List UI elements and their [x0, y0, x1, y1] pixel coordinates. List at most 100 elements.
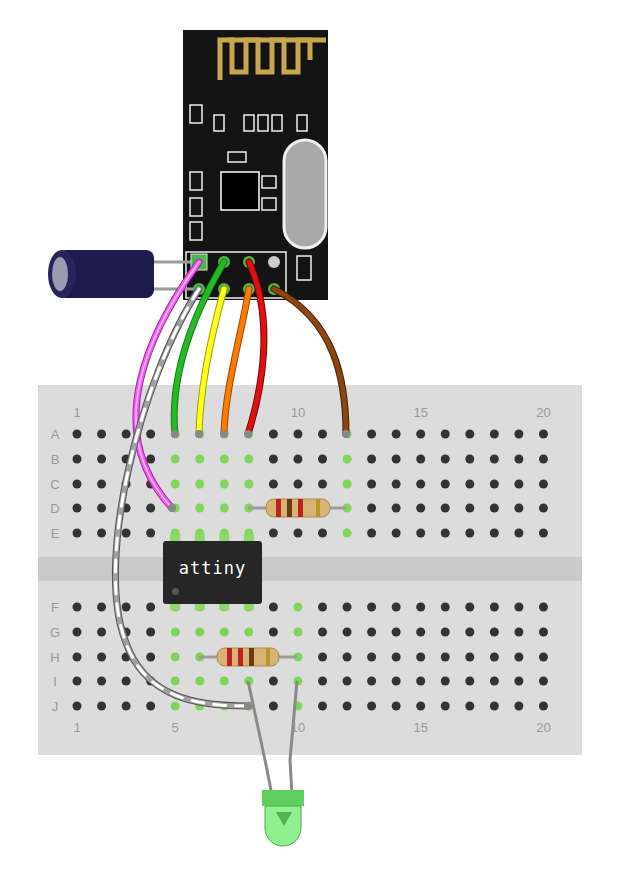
breadboard-hole	[514, 504, 523, 513]
pcb-antenna	[220, 40, 310, 80]
column-number: 15	[413, 405, 427, 420]
radio-module	[183, 30, 328, 300]
breadboard-hole	[539, 430, 548, 439]
breadboard-hole	[97, 455, 106, 464]
breadboard-hole	[171, 702, 180, 711]
breadboard-hole	[367, 480, 376, 489]
radio-chip	[221, 172, 259, 210]
row-letter: B	[51, 452, 60, 467]
breadboard-hole	[465, 628, 474, 637]
breadboard-hole	[416, 702, 425, 711]
breadboard-hole	[97, 653, 106, 662]
breadboard-hole	[146, 430, 155, 439]
breadboard-hole	[318, 455, 327, 464]
breadboard-hole	[269, 702, 278, 711]
breadboard-hole	[171, 628, 180, 637]
breadboard-hole	[490, 628, 499, 637]
breadboard-hole	[367, 603, 376, 612]
column-number: 1	[73, 405, 80, 420]
breadboard-hole	[514, 529, 523, 538]
breadboard-hole	[318, 653, 327, 662]
breadboard-hole	[318, 430, 327, 439]
column-number: 15	[413, 720, 427, 735]
breadboard-hole	[539, 628, 548, 637]
breadboard-hole	[220, 480, 229, 489]
breadboard-hole	[343, 653, 352, 662]
breadboard-hole	[539, 480, 548, 489]
breadboard-hole	[269, 480, 278, 489]
breadboard-hole	[441, 653, 450, 662]
breadboard-hole	[343, 480, 352, 489]
breadboard-hole	[122, 430, 131, 439]
breadboard-hole	[122, 702, 131, 711]
breadboard-hole	[343, 702, 352, 711]
breadboard-hole	[416, 504, 425, 513]
breadboard-hole	[220, 455, 229, 464]
breadboard-hole	[220, 628, 229, 637]
breadboard-hole	[416, 603, 425, 612]
resistor-symbol	[199, 648, 297, 666]
breadboard-hole	[318, 529, 327, 538]
column-number: 10	[291, 720, 305, 735]
breadboard-hole	[343, 628, 352, 637]
breadboard-hole	[73, 455, 82, 464]
breadboard	[38, 385, 582, 755]
breadboard-hole	[269, 529, 278, 538]
breadboard-channel	[38, 557, 582, 581]
row-letter: A	[51, 427, 60, 442]
breadboard-hole	[97, 603, 106, 612]
breadboard-hole	[146, 603, 155, 612]
row-letter: I	[53, 674, 57, 689]
breadboard-hole	[73, 603, 82, 612]
breadboard-hole	[514, 677, 523, 686]
breadboard-hole	[318, 480, 327, 489]
breadboard-hole	[73, 504, 82, 513]
breadboard-hole	[490, 702, 499, 711]
breadboard-hole	[490, 653, 499, 662]
breadboard-hole	[441, 603, 450, 612]
breadboard-hole	[465, 677, 474, 686]
breadboard-hole	[441, 455, 450, 464]
breadboard-hole	[490, 455, 499, 464]
breadboard-hole	[73, 677, 82, 686]
breadboard-hole	[441, 480, 450, 489]
column-number: 20	[536, 720, 550, 735]
breadboard-hole	[441, 529, 450, 538]
breadboard-hole	[220, 504, 229, 513]
breadboard-hole	[293, 455, 302, 464]
breadboard-hole	[122, 603, 131, 612]
breadboard-hole	[367, 455, 376, 464]
column-number: 5	[172, 720, 179, 735]
breadboard-hole	[195, 677, 204, 686]
breadboard-hole	[514, 455, 523, 464]
breadboard-hole	[97, 504, 106, 513]
breadboard-hole	[367, 430, 376, 439]
breadboard-hole	[392, 480, 401, 489]
breadboard-hole	[416, 430, 425, 439]
capacitor-lead	[150, 288, 199, 291]
breadboard-hole	[441, 677, 450, 686]
breadboard-hole	[465, 504, 474, 513]
breadboard-hole	[416, 529, 425, 538]
breadboard-hole	[146, 455, 155, 464]
breadboard-hole	[465, 529, 474, 538]
breadboard-hole	[293, 603, 302, 612]
breadboard-hole	[514, 430, 523, 439]
breadboard-hole	[367, 653, 376, 662]
breadboard-hole	[539, 529, 548, 538]
breadboard-hole	[490, 677, 499, 686]
breadboard-hole	[195, 480, 204, 489]
breadboard-hole	[146, 504, 155, 513]
breadboard-hole	[392, 603, 401, 612]
breadboard-hole	[73, 529, 82, 538]
breadboard-hole	[465, 653, 474, 662]
breadboard-hole	[465, 480, 474, 489]
breadboard-hole	[392, 430, 401, 439]
capacitor	[48, 250, 76, 298]
breadboard-hole	[343, 529, 352, 538]
breadboard-hole	[195, 455, 204, 464]
breadboard-hole	[293, 628, 302, 637]
breadboard-hole	[146, 653, 155, 662]
